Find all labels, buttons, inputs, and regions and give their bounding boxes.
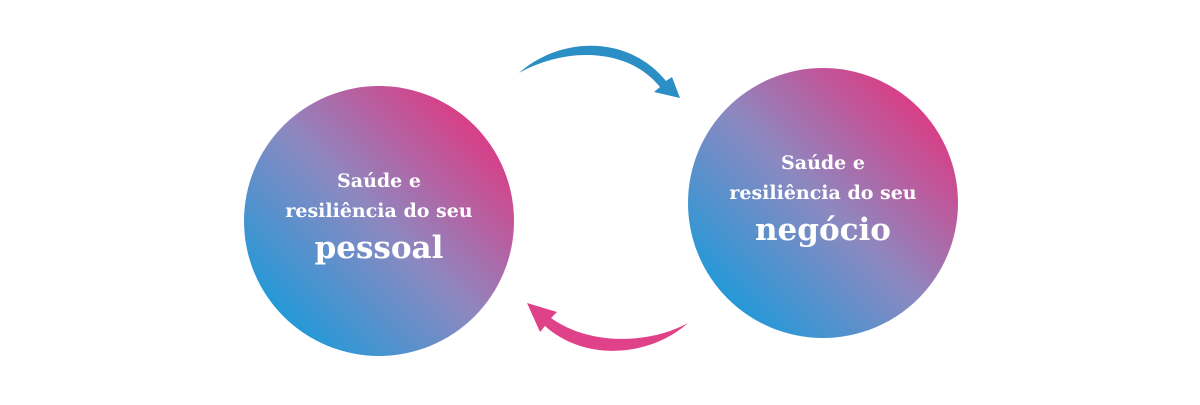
circle-emphasis: pessoal (314, 230, 444, 266)
circle-emphasis: negócio (755, 212, 891, 248)
circle-line-2: resiliência do seu (285, 200, 473, 222)
business-health-circle: Saúde e resiliência do seu negócio (688, 68, 958, 338)
arrow-to-business (519, 45, 680, 98)
circle-line-1: Saúde e (781, 152, 865, 174)
personal-health-circle: Saúde e resiliência do seu pessoal (244, 86, 514, 356)
arrow-to-personal (527, 303, 688, 351)
circle-line-2: resiliência do seu (729, 182, 917, 204)
circle-line-1: Saúde e (337, 170, 421, 192)
